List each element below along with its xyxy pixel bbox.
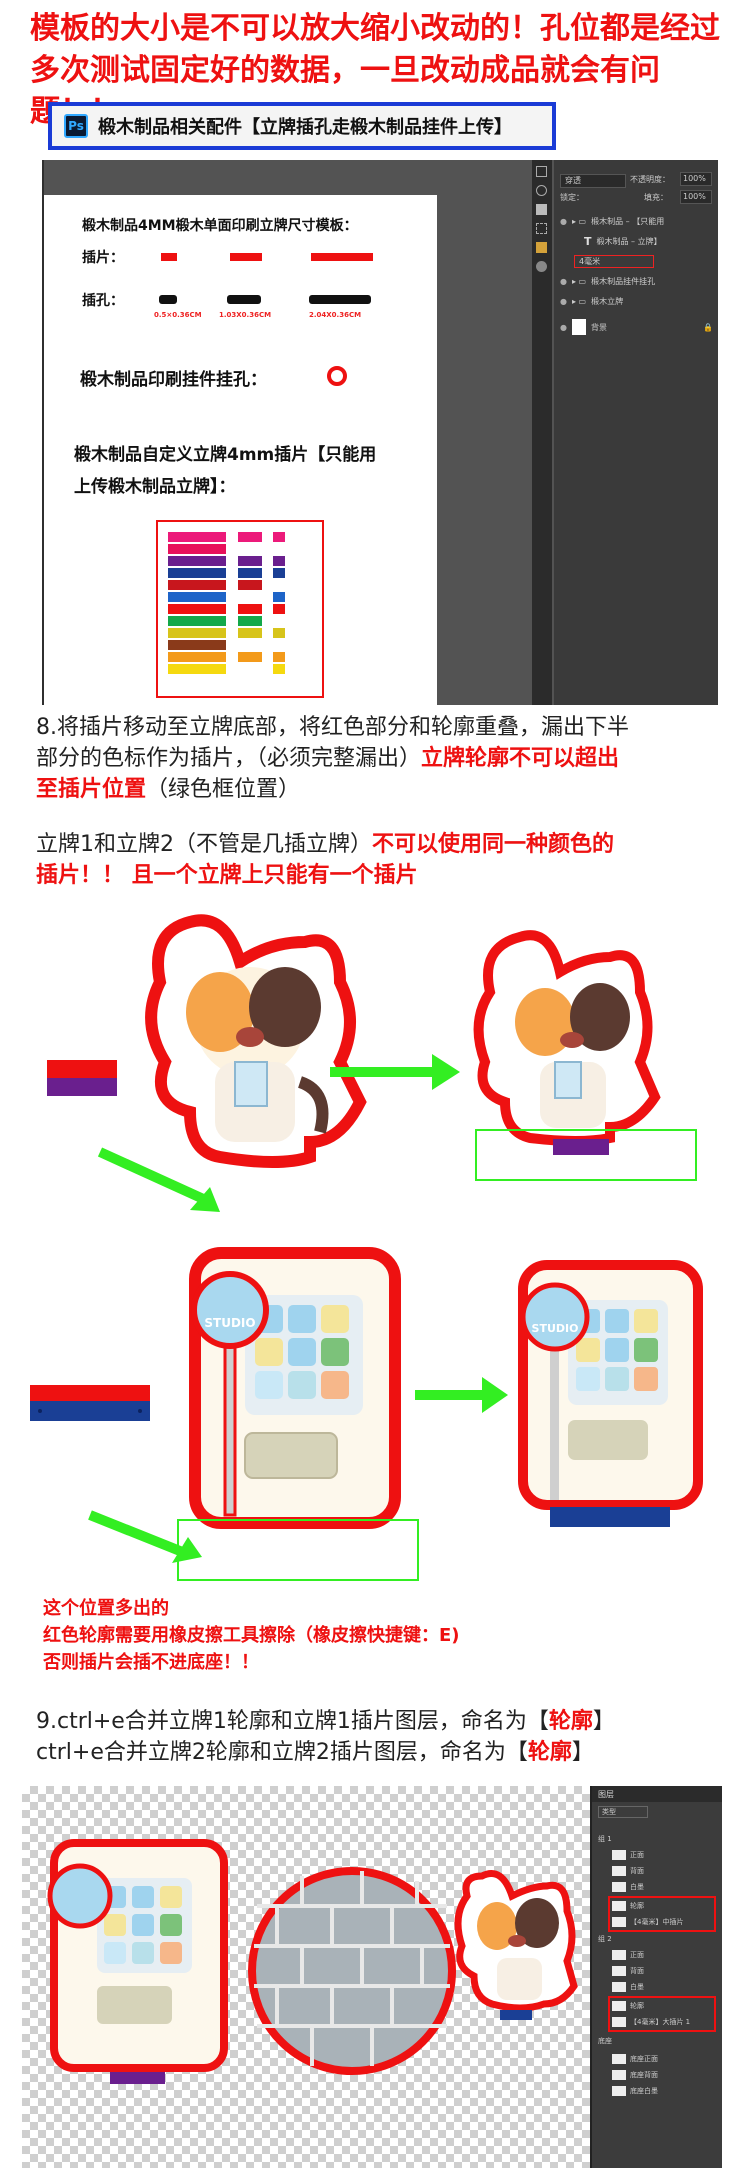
slot-label: 插片：: [82, 250, 124, 266]
layer-name: 背景: [590, 322, 607, 332]
custom-line-1: 椴木制品自定义立牌4mm插片【只能用: [74, 445, 377, 465]
layer-row[interactable]: 白墨: [612, 1980, 712, 1994]
note-line-2: 红色轮廓需要用橡皮擦工具擦除（橡皮擦快捷键：E): [43, 1625, 460, 1646]
rule-line-1: 立牌1和立牌2（不管是几插立牌）不可以使用同一种颜色的: [36, 832, 615, 857]
hanging-hole-icon: [327, 366, 347, 386]
studio-label: STUDIO: [532, 1322, 579, 1335]
opacity-label: 不透明度：: [630, 175, 670, 184]
layer-row[interactable]: 底座背面: [612, 2068, 712, 2082]
layer-name: 椴木制品 – 【只能用: [591, 216, 665, 226]
hanging-hole-label: 椴木制品印刷挂件挂孔：: [80, 370, 267, 390]
layer-name: 椴木制品挂件挂孔: [591, 276, 656, 286]
warning-line-1: 模板的大小是不可以放大缩小改动的！孔位都是经过: [30, 11, 720, 46]
layer-row[interactable]: 底座正面: [612, 2052, 712, 2066]
final-canvas: 图层 类型 组 1 正面 背面 白墨 轮廓 【4毫米】中插片 组 2 正面 背面…: [22, 1786, 722, 2168]
lock-icon: 🔒: [703, 322, 713, 332]
lock-label: 锁定：: [560, 193, 584, 202]
layer-group[interactable]: 底座: [598, 2037, 612, 2045]
layer-kind-select[interactable]: 类型: [598, 1806, 648, 1818]
rule-line-2: 插片！！ 且一个立牌上只能有一个插片: [36, 863, 418, 888]
photoshop-icon: Ps: [64, 114, 88, 138]
hole-large: [309, 295, 371, 304]
tool-icon[interactable]: [536, 223, 547, 234]
doc-title: 椴木制品4MM椴木单面印刷立牌尺寸模板：: [82, 218, 358, 234]
hole-size-large: 2.04X0.36CM: [309, 311, 362, 319]
merged-highlight: [608, 1996, 716, 2032]
step9-line-1: 9.ctrl+e合并立牌1轮廓和立牌1插片图层，命名为【轮廓】: [36, 1709, 615, 1734]
layer-row[interactable]: 【4毫米】中插片: [612, 1915, 712, 1929]
insert-swatches: [156, 520, 324, 698]
note-line-1: 这个位置多出的: [43, 1598, 169, 1619]
layer-row[interactable]: ●▸ ▭椴木立牌: [560, 296, 624, 306]
step8-line-1: 8.将插片移动至立牌底部，将红色部分和轮廓重叠，漏出下半: [36, 715, 629, 740]
layer-row[interactable]: 背面: [612, 1964, 712, 1978]
layer-row[interactable]: 正面: [612, 1948, 712, 1962]
hole-label: 插孔：: [82, 293, 124, 309]
layer-row[interactable]: ●背景🔒: [554, 318, 719, 336]
header-box: Ps 椴木制品相关配件【立牌插孔走椴木制品挂件上传】: [48, 102, 556, 150]
layer-row[interactable]: 底座白墨: [612, 2084, 712, 2098]
layer-row[interactable]: 轮廓: [612, 1999, 712, 2013]
header-title: 椴木制品相关配件【立牌插孔走椴木制品挂件上传】: [98, 117, 512, 138]
fill-input[interactable]: 100%: [680, 190, 712, 204]
tool-icon[interactable]: [536, 242, 547, 253]
hole-size-medium: 1.03X0.36CM: [219, 311, 272, 319]
tool-icon[interactable]: [536, 166, 547, 177]
template-document: 椴木制品4MM椴木单面印刷立牌尺寸模板： 插片： 插孔： 0.5×0.36CM …: [44, 195, 437, 705]
tool-strip: [532, 160, 552, 705]
layer-group[interactable]: 组 2: [598, 1935, 612, 1943]
slot-small: [161, 253, 177, 261]
step8-line-2: 部分的色标作为插片，（必须完整漏出）立牌轮廓不可以超出: [36, 746, 620, 771]
blend-mode-select[interactable]: 穿透: [560, 174, 626, 188]
custom-line-2: 上传椴木制品立牌】：: [74, 477, 236, 497]
layer-row[interactable]: 【4毫米】大插片 1: [612, 2015, 712, 2029]
step8-line-3: 至插片位置（绿色框位置）: [36, 777, 301, 802]
layers-panel-title: 图层: [592, 1786, 722, 1802]
layer-row[interactable]: 轮廓: [612, 1899, 712, 1913]
tool-icon[interactable]: [536, 204, 547, 215]
tool-icon[interactable]: [536, 261, 547, 272]
fill-label: 填充：: [644, 193, 668, 202]
merged-highlight: [608, 1896, 716, 1932]
slot-medium: [230, 253, 262, 261]
layer-name: 4毫米: [574, 254, 654, 268]
tool-icon[interactable]: [536, 185, 547, 196]
hole-medium: [227, 295, 261, 304]
opacity-input[interactable]: 100%: [680, 172, 712, 186]
layers-panel: 穿透 不透明度： 100% 锁定： 填充： 100% ●▸ ▭椴木制品 – 【只…: [554, 160, 718, 705]
layer-group[interactable]: 组 1: [598, 1835, 612, 1843]
layer-row[interactable]: 正面: [612, 1848, 712, 1862]
layer-row[interactable]: ●▸ ▭椴木制品 – 【只能用: [560, 216, 665, 226]
layer-row[interactable]: ●▸ ▭椴木制品挂件挂孔: [560, 276, 656, 286]
layer-row-selected[interactable]: 4毫米: [554, 252, 719, 270]
final-layers-panel: 图层 类型 组 1 正面 背面 白墨 轮廓 【4毫米】中插片 组 2 正面 背面…: [590, 1786, 722, 2168]
vending-standee-diagram: STUDIO STUDIO: [30, 1245, 720, 1600]
cat-standee-diagram: [40, 912, 720, 1232]
hole-size-small: 0.5×0.36CM: [154, 311, 202, 319]
studio-label: STUDIO: [204, 1316, 255, 1330]
layer-name: 椴木立牌: [591, 296, 624, 306]
layer-row[interactable]: 背面: [612, 1864, 712, 1878]
hole-small: [159, 295, 177, 304]
note-line-3: 否则插片会插不进底座！！: [43, 1652, 259, 1673]
step9-line-2: ctrl+e合并立牌2轮廓和立牌2插片图层，命名为【轮廓】: [36, 1740, 594, 1765]
layer-row[interactable]: 白墨: [612, 1880, 712, 1894]
layer-name: 椴木制品 – 立牌】: [596, 236, 662, 246]
slot-large: [311, 253, 373, 261]
